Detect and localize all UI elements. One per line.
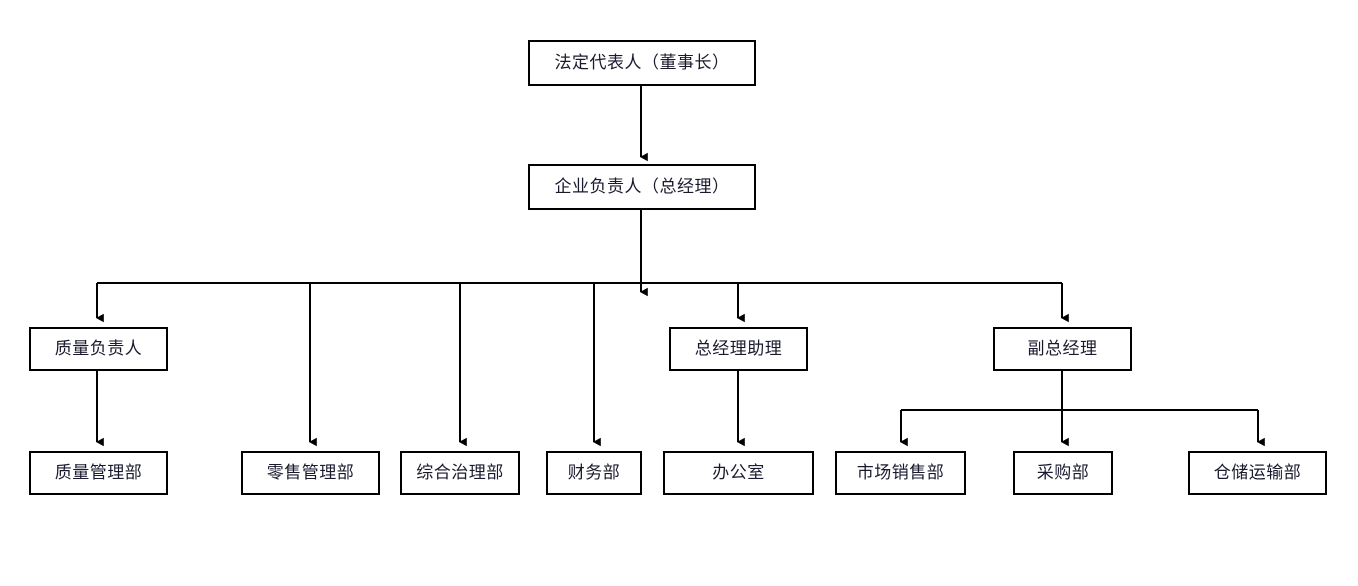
node-purchasing-dept[interactable]: 采购部 xyxy=(1013,451,1113,495)
node-general-manager[interactable]: 企业负责人（总经理） xyxy=(528,164,756,210)
node-quality-lead[interactable]: 质量负责人 xyxy=(29,327,168,371)
node-warehouse-transport-dept[interactable]: 仓储运输部 xyxy=(1188,451,1327,495)
node-label: 市场销售部 xyxy=(856,462,945,482)
node-label: 综合治理部 xyxy=(416,462,504,482)
node-office-dept[interactable]: 办公室 xyxy=(663,451,814,495)
node-label: 零售管理部 xyxy=(266,462,355,482)
node-quality-management-dept[interactable]: 质量管理部 xyxy=(29,451,168,495)
node-gm-assistant[interactable]: 总经理助理 xyxy=(669,327,808,371)
node-label: 仓储运输部 xyxy=(1213,462,1302,482)
node-comprehensive-governance-dept[interactable]: 综合治理部 xyxy=(400,451,520,495)
node-label: 企业负责人（总经理） xyxy=(554,176,730,196)
node-label: 总经理助理 xyxy=(694,338,783,358)
node-label: 副总经理 xyxy=(1027,338,1098,358)
node-label: 质量管理部 xyxy=(54,462,143,482)
node-label: 财务部 xyxy=(567,462,621,482)
node-deputy-general-manager[interactable]: 副总经理 xyxy=(993,327,1132,371)
node-sales-dept[interactable]: 市场销售部 xyxy=(835,451,966,495)
node-finance-dept[interactable]: 财务部 xyxy=(546,451,642,495)
node-legal-representative[interactable]: 法定代表人（董事长） xyxy=(528,40,756,86)
node-label: 质量负责人 xyxy=(54,338,143,358)
node-label: 办公室 xyxy=(712,462,765,482)
node-label: 采购部 xyxy=(1036,462,1090,482)
node-label: 法定代表人（董事长） xyxy=(554,52,730,72)
node-retail-management-dept[interactable]: 零售管理部 xyxy=(241,451,380,495)
